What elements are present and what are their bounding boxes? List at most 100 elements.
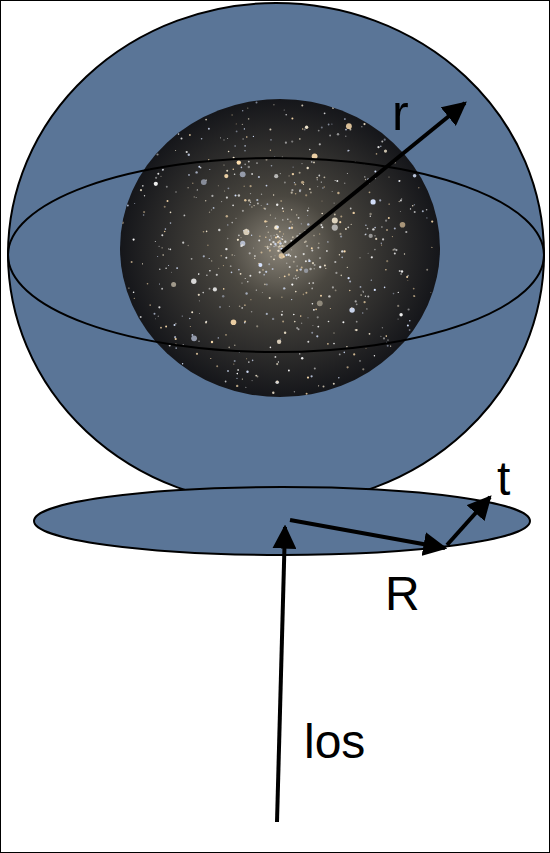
star xyxy=(160,327,162,329)
star xyxy=(231,320,237,326)
star xyxy=(374,170,376,172)
star xyxy=(175,323,177,325)
star xyxy=(284,288,285,289)
star xyxy=(305,292,307,294)
star xyxy=(182,363,183,364)
star xyxy=(226,215,228,217)
star xyxy=(191,335,197,341)
star xyxy=(198,294,200,296)
star xyxy=(298,217,300,219)
star xyxy=(288,274,290,276)
star xyxy=(280,257,281,258)
star xyxy=(276,363,278,365)
star xyxy=(218,185,219,186)
star xyxy=(192,183,193,184)
star xyxy=(225,257,227,259)
star xyxy=(265,246,266,247)
star xyxy=(294,391,295,392)
star xyxy=(266,246,268,248)
star xyxy=(244,163,246,165)
star xyxy=(159,284,160,285)
star xyxy=(369,234,373,238)
star xyxy=(205,321,207,323)
star xyxy=(226,197,228,199)
star xyxy=(232,204,234,206)
star xyxy=(376,153,378,155)
star xyxy=(345,136,346,137)
star xyxy=(273,194,274,195)
star xyxy=(394,228,396,230)
star xyxy=(195,171,197,173)
star xyxy=(281,248,283,250)
star xyxy=(367,228,369,230)
star xyxy=(175,347,177,349)
star xyxy=(199,313,200,314)
star xyxy=(348,277,350,279)
star xyxy=(390,345,391,346)
star xyxy=(312,303,314,305)
star xyxy=(283,233,284,234)
star xyxy=(223,288,225,290)
star xyxy=(270,243,272,245)
star xyxy=(246,371,248,373)
star xyxy=(154,182,158,186)
star xyxy=(282,208,284,210)
star xyxy=(161,288,163,290)
star xyxy=(216,274,218,276)
star xyxy=(431,247,432,248)
star xyxy=(196,197,197,198)
star xyxy=(345,228,347,230)
star xyxy=(221,201,222,202)
star xyxy=(234,145,235,146)
star xyxy=(287,254,289,256)
star xyxy=(330,308,331,309)
star xyxy=(209,212,210,213)
star xyxy=(299,233,300,234)
star xyxy=(324,112,326,114)
star xyxy=(216,365,218,367)
star xyxy=(275,380,279,384)
star xyxy=(342,321,344,323)
star xyxy=(384,139,386,141)
star xyxy=(188,154,190,156)
star xyxy=(259,235,261,237)
star xyxy=(313,309,315,311)
star xyxy=(142,263,143,264)
star xyxy=(308,317,309,318)
star xyxy=(209,169,210,170)
star xyxy=(256,102,258,104)
star xyxy=(161,176,162,177)
star xyxy=(300,191,301,192)
star xyxy=(386,229,388,231)
star xyxy=(349,281,351,283)
star xyxy=(238,235,240,237)
star xyxy=(285,254,287,256)
star xyxy=(241,282,242,283)
star xyxy=(242,244,244,246)
star xyxy=(238,269,240,271)
star xyxy=(347,366,349,368)
star xyxy=(218,268,219,269)
star xyxy=(336,180,338,182)
star xyxy=(236,385,238,387)
star xyxy=(155,318,156,319)
star xyxy=(242,138,243,139)
star xyxy=(338,377,340,379)
star xyxy=(385,269,386,270)
star xyxy=(273,246,275,248)
star xyxy=(270,214,271,215)
star xyxy=(209,258,210,259)
star xyxy=(237,373,239,375)
star xyxy=(341,250,343,252)
star xyxy=(339,233,341,235)
star xyxy=(284,245,285,246)
star xyxy=(280,238,282,240)
star xyxy=(311,161,313,163)
star xyxy=(289,227,291,229)
star xyxy=(253,247,254,248)
star xyxy=(316,177,317,178)
star xyxy=(134,298,135,299)
star xyxy=(233,363,234,364)
star xyxy=(284,182,286,184)
star xyxy=(236,378,237,379)
